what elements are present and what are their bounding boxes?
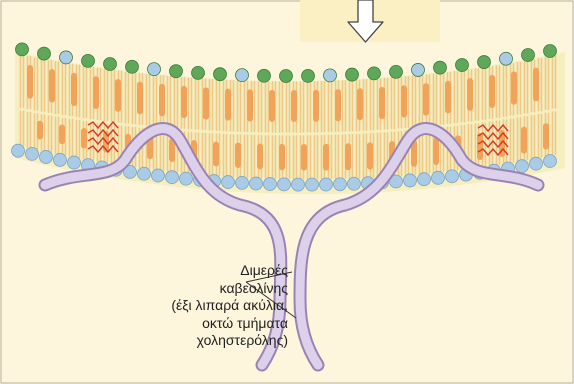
lipid-head-upper (324, 69, 337, 82)
caveolin-dimer-label: Διμερές καβεολίνης (έξι λιπαρά ακύλια, ο… (150, 262, 288, 350)
lipid-head-lower (292, 178, 305, 191)
cholesterol-rod (247, 89, 253, 121)
lipid-head-upper (302, 69, 315, 82)
lipid-head-lower (418, 173, 431, 186)
cholesterol-rod (357, 88, 363, 120)
lipid-head-upper (544, 44, 557, 57)
cholesterol-rod (423, 83, 429, 115)
lipid-head-upper (148, 63, 161, 76)
lipid-head-lower (40, 150, 53, 163)
cholesterol-rod (379, 87, 385, 119)
cholesterol-rod (511, 71, 517, 104)
cholesterol-rod (37, 121, 43, 140)
lipid-head-upper (412, 63, 425, 76)
lipid-head-lower (152, 169, 165, 182)
cholesterol-rod (115, 79, 121, 112)
label-line-5: χοληστερόλης) (150, 332, 288, 350)
lipid-head-lower (334, 178, 347, 191)
label-line-4: οκτώ τμήματα (150, 315, 288, 333)
cholesterol-rod (279, 144, 285, 170)
lipid-head-upper (434, 61, 447, 74)
lipid-head-upper (214, 68, 227, 81)
cholesterol-rod (323, 144, 329, 171)
cholesterol-rod (345, 143, 351, 170)
lipid-head-upper (522, 49, 535, 62)
lipid-head-lower (26, 147, 39, 160)
cholesterol-rod (27, 65, 33, 99)
lipid-head-upper (478, 56, 491, 69)
lipid-head-lower (68, 156, 81, 169)
cholesterol-rod (401, 85, 407, 117)
lipid-head-lower (320, 178, 333, 191)
lipid-head-lower (264, 178, 277, 191)
lipid-head-upper (104, 58, 117, 71)
cholesterol-rod (159, 84, 165, 116)
lipid-head-lower (446, 170, 459, 183)
cholesterol-rod (203, 87, 209, 119)
lipid-head-lower (348, 177, 361, 190)
cholesterol-rod (433, 138, 439, 165)
lipid-head-lower (12, 144, 25, 157)
lipid-head-lower (180, 172, 193, 185)
lipid-head-lower (516, 160, 529, 173)
lipid-head-lower (236, 176, 249, 189)
cholesterol-rod (49, 69, 55, 102)
cholesterol-rod (467, 78, 473, 111)
lipid-head-lower (530, 157, 543, 170)
cholesterol-rod (71, 73, 77, 106)
cholesterol-rod (489, 75, 495, 108)
lipid-head-upper (258, 69, 271, 82)
lipid-head-upper (236, 69, 249, 82)
cholesterol-rod (301, 144, 307, 171)
cholesterol-rod (477, 133, 483, 160)
cholesterol-rod (81, 128, 87, 149)
lipid-head-lower (222, 176, 235, 189)
cholesterol-rod (93, 76, 99, 109)
lipid-head-lower (544, 155, 557, 168)
lipid-head-upper (500, 52, 513, 65)
cholesterol-rod (181, 86, 187, 118)
lipid-head-upper (126, 60, 139, 73)
cholesterol-rod (521, 127, 527, 154)
cholesterol-rod (257, 143, 263, 169)
cholesterol-rod (213, 142, 219, 167)
lipid-head-upper (280, 69, 293, 82)
cholesterol-rod (269, 90, 275, 122)
lipid-head-lower (278, 178, 291, 191)
cholesterol-rod (137, 82, 143, 115)
lipid-head-lower (138, 167, 151, 180)
lipid-head-lower (432, 171, 445, 184)
cholesterol-rod (235, 143, 241, 168)
lipid-head-upper (368, 67, 381, 80)
lipid-head-lower (306, 178, 319, 191)
cholesterol-rod (225, 89, 231, 121)
cholesterol-rod (543, 123, 549, 149)
lipid-head-upper (16, 43, 29, 56)
lipid-head-lower (250, 177, 263, 190)
lipid-head-lower (166, 171, 179, 184)
label-line-1: Διμερές (150, 262, 288, 280)
cholesterol-rod (335, 89, 341, 121)
lipid-head-upper (82, 54, 95, 67)
label-line-3: (έξι λιπαρά ακύλια, (150, 297, 288, 315)
cholesterol-rod (445, 81, 451, 114)
lipid-head-upper (456, 59, 469, 72)
lipid-head-upper (346, 68, 359, 81)
cholesterol-rod (367, 142, 373, 169)
label-line-2: καβεολίνης (150, 280, 288, 298)
cholesterol-rod (59, 125, 65, 145)
lipid-head-upper (60, 51, 73, 64)
lipid-head-upper (38, 47, 51, 60)
lipid-head-upper (170, 65, 183, 78)
lipid-head-upper (390, 65, 403, 78)
cholesterol-rod (291, 90, 297, 122)
lipid-head-lower (404, 174, 417, 187)
lipid-head-upper (192, 66, 205, 79)
cholesterol-rod (533, 68, 539, 102)
lipid-head-lower (54, 153, 67, 166)
cholesterol-rod (313, 90, 319, 122)
